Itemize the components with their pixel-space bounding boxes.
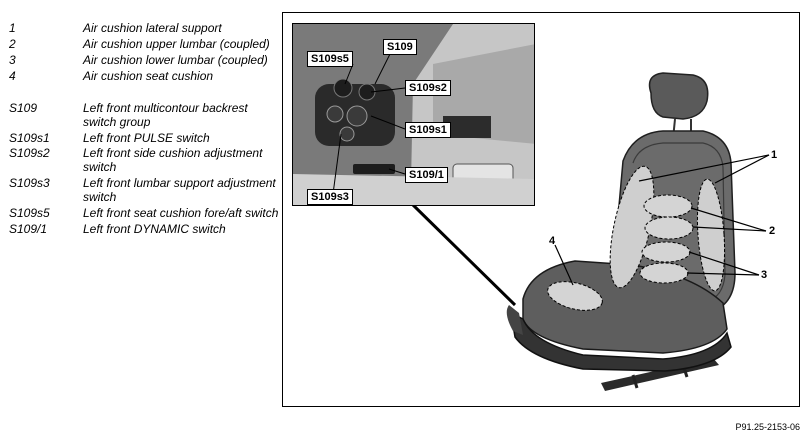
label-number-1: 1: [771, 149, 778, 161]
label-number-3: 3: [761, 269, 768, 281]
legend: 1 Air cushion lateral support 2 Air cush…: [9, 21, 279, 236]
legend-item: 4 Air cushion seat cushion: [9, 69, 214, 83]
callout-s109s5: S109s5: [307, 51, 353, 67]
legend-item: S109/1 Left front DYNAMIC switch: [9, 222, 226, 236]
legend-item: S109s3 Left front lumbar support adjustm…: [9, 176, 276, 204]
seat-cushion-air-cushion: [547, 281, 603, 311]
switch-group-inset: S109s5 S109 S109s2 S109s1 S109/1 S109s3: [292, 23, 535, 206]
callout-s109: S109: [383, 39, 417, 55]
callout-s109-1: S109/1: [405, 167, 448, 183]
upper-lumbar-cushion-2: [644, 216, 694, 240]
callout-s109s2: S109s2: [405, 80, 451, 96]
seat-illustration: [409, 72, 770, 391]
reference-code: P91.25-2153-06: [735, 422, 800, 432]
callout-s109s3: S109s3: [307, 189, 353, 205]
lower-lumbar-cushion-1: [641, 241, 691, 263]
legend-item: 3 Air cushion lower lumbar (coupled): [9, 53, 268, 67]
legend-item: S109s2 Left front side cushion adjustmen…: [9, 146, 263, 174]
legend-item: 1 Air cushion lateral support: [9, 21, 222, 35]
legend-item: S109s5 Left front seat cushion fore/aft …: [9, 206, 279, 220]
figure-frame: S109s5 S109 S109s2 S109s1 S109/1 S109s3 …: [282, 12, 800, 407]
upper-lumbar-cushion-1: [643, 194, 693, 218]
legend-item: S109 Left front multicontour backrest sw…: [9, 101, 248, 129]
label-number-4: 4: [549, 235, 556, 247]
legend-item: S109s1 Left front PULSE switch: [9, 131, 210, 145]
label-number-2: 2: [769, 225, 776, 237]
lateral-support-cushion-right: [696, 178, 726, 292]
legend-item: 2 Air cushion upper lumbar (coupled): [9, 37, 270, 51]
callout-s109s1: S109s1: [405, 122, 451, 138]
lower-lumbar-cushion-2: [639, 262, 689, 284]
